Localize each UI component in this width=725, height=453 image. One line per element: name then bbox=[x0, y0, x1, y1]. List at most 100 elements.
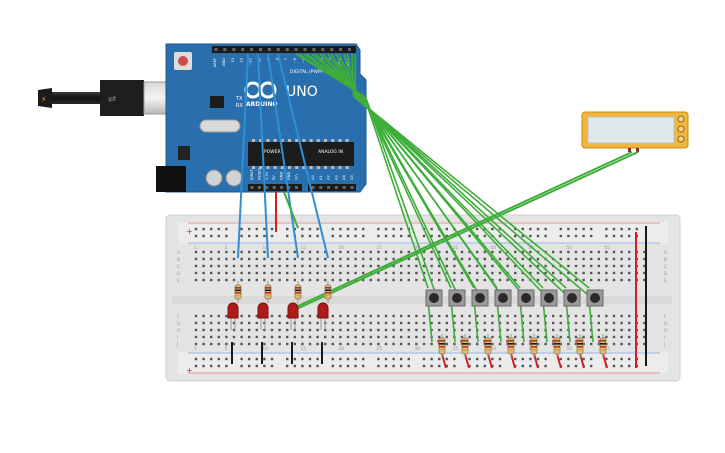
hole[interactable] bbox=[308, 250, 312, 254]
hole[interactable] bbox=[362, 328, 365, 332]
resistor[interactable] bbox=[294, 281, 302, 303]
header-pin[interactable] bbox=[312, 48, 316, 51]
hole[interactable] bbox=[339, 278, 342, 282]
hole[interactable] bbox=[270, 314, 274, 318]
hole[interactable] bbox=[232, 250, 236, 254]
rail-hole[interactable] bbox=[217, 364, 220, 368]
hole[interactable] bbox=[217, 278, 220, 282]
hole[interactable] bbox=[240, 264, 243, 268]
rail-hole[interactable] bbox=[354, 227, 357, 231]
hole[interactable] bbox=[476, 278, 479, 282]
wire-green-gnd[interactable] bbox=[283, 191, 299, 229]
rail-hole[interactable] bbox=[316, 364, 319, 368]
rail-hole[interactable] bbox=[354, 364, 357, 368]
hole[interactable] bbox=[514, 250, 517, 254]
hole[interactable] bbox=[544, 335, 547, 339]
hole[interactable] bbox=[582, 250, 585, 254]
hole[interactable] bbox=[430, 264, 433, 268]
hole[interactable] bbox=[422, 250, 426, 254]
button-resistors[interactable] bbox=[438, 334, 607, 358]
pushbutton[interactable] bbox=[540, 289, 558, 307]
header-pin[interactable] bbox=[241, 48, 245, 51]
hole[interactable] bbox=[438, 321, 441, 325]
rail-hole[interactable] bbox=[210, 364, 213, 368]
hole[interactable] bbox=[377, 314, 380, 318]
hole[interactable] bbox=[567, 257, 570, 261]
hole[interactable] bbox=[483, 250, 486, 254]
hole[interactable] bbox=[354, 335, 357, 339]
resistor[interactable] bbox=[507, 334, 515, 358]
hole[interactable] bbox=[483, 257, 486, 261]
hole[interactable] bbox=[506, 314, 509, 318]
rail-hole[interactable] bbox=[590, 364, 593, 368]
hole[interactable] bbox=[217, 264, 220, 268]
wire-green-lcd[interactable] bbox=[289, 151, 639, 313]
hole[interactable] bbox=[544, 264, 547, 268]
hole[interactable] bbox=[612, 328, 616, 332]
rail-hole[interactable] bbox=[521, 234, 524, 238]
hole[interactable] bbox=[331, 257, 334, 261]
rail-hole[interactable] bbox=[491, 357, 494, 361]
rail-hole[interactable] bbox=[362, 364, 365, 368]
hole[interactable] bbox=[369, 335, 372, 339]
hole[interactable] bbox=[339, 335, 342, 339]
hole[interactable] bbox=[506, 257, 509, 261]
rail-hole[interactable] bbox=[628, 227, 631, 231]
wire-green[interactable] bbox=[338, 53, 556, 307]
rail-hole[interactable] bbox=[316, 234, 319, 238]
hole[interactable] bbox=[612, 264, 616, 268]
hole[interactable] bbox=[362, 264, 365, 268]
hole[interactable] bbox=[217, 335, 220, 339]
hole[interactable] bbox=[362, 335, 365, 339]
hole[interactable] bbox=[521, 278, 524, 282]
hole[interactable] bbox=[552, 321, 555, 325]
rail-hole[interactable] bbox=[202, 227, 205, 231]
rail-hole[interactable] bbox=[430, 357, 433, 361]
pushbutton[interactable] bbox=[471, 289, 489, 307]
rail-hole[interactable] bbox=[498, 364, 502, 368]
hole[interactable] bbox=[392, 342, 395, 346]
pushbutton[interactable] bbox=[494, 289, 512, 307]
rail-hole[interactable] bbox=[301, 234, 304, 238]
hole[interactable] bbox=[248, 342, 251, 346]
hole[interactable] bbox=[217, 328, 220, 332]
hole[interactable] bbox=[384, 328, 388, 332]
hole[interactable] bbox=[346, 257, 350, 261]
hole[interactable] bbox=[202, 257, 205, 261]
hole[interactable] bbox=[620, 257, 623, 261]
wire-blue[interactable] bbox=[277, 53, 329, 259]
hole[interactable] bbox=[339, 271, 342, 275]
hole[interactable] bbox=[263, 335, 266, 339]
hole[interactable] bbox=[248, 321, 251, 325]
rail-hole[interactable] bbox=[453, 364, 456, 368]
rail-hole[interactable] bbox=[491, 227, 494, 231]
hole[interactable] bbox=[567, 342, 570, 346]
hole[interactable] bbox=[232, 342, 236, 346]
header-pin[interactable] bbox=[250, 186, 254, 189]
hole[interactable] bbox=[506, 321, 509, 325]
wire-green[interactable] bbox=[450, 299, 456, 343]
hole[interactable] bbox=[605, 321, 608, 325]
hole[interactable] bbox=[628, 250, 631, 254]
rail-hole[interactable] bbox=[263, 227, 266, 231]
hole[interactable] bbox=[270, 342, 274, 346]
hole[interactable] bbox=[453, 342, 456, 346]
hole[interactable] bbox=[210, 314, 213, 318]
hole[interactable] bbox=[605, 271, 608, 275]
led-red[interactable] bbox=[257, 302, 269, 330]
rail-hole[interactable] bbox=[270, 227, 274, 231]
hole[interactable] bbox=[263, 328, 266, 332]
hole[interactable] bbox=[225, 271, 228, 275]
hole[interactable] bbox=[445, 314, 448, 318]
hole[interactable] bbox=[468, 271, 471, 275]
hole[interactable] bbox=[476, 250, 479, 254]
hole[interactable] bbox=[407, 335, 410, 339]
hole[interactable] bbox=[605, 278, 608, 282]
hole[interactable] bbox=[628, 314, 631, 318]
hole[interactable] bbox=[400, 321, 403, 325]
hole[interactable] bbox=[498, 278, 502, 282]
pushbutton[interactable] bbox=[563, 289, 581, 307]
rail-hole[interactable] bbox=[210, 227, 213, 231]
rail-hole[interactable] bbox=[582, 357, 585, 361]
